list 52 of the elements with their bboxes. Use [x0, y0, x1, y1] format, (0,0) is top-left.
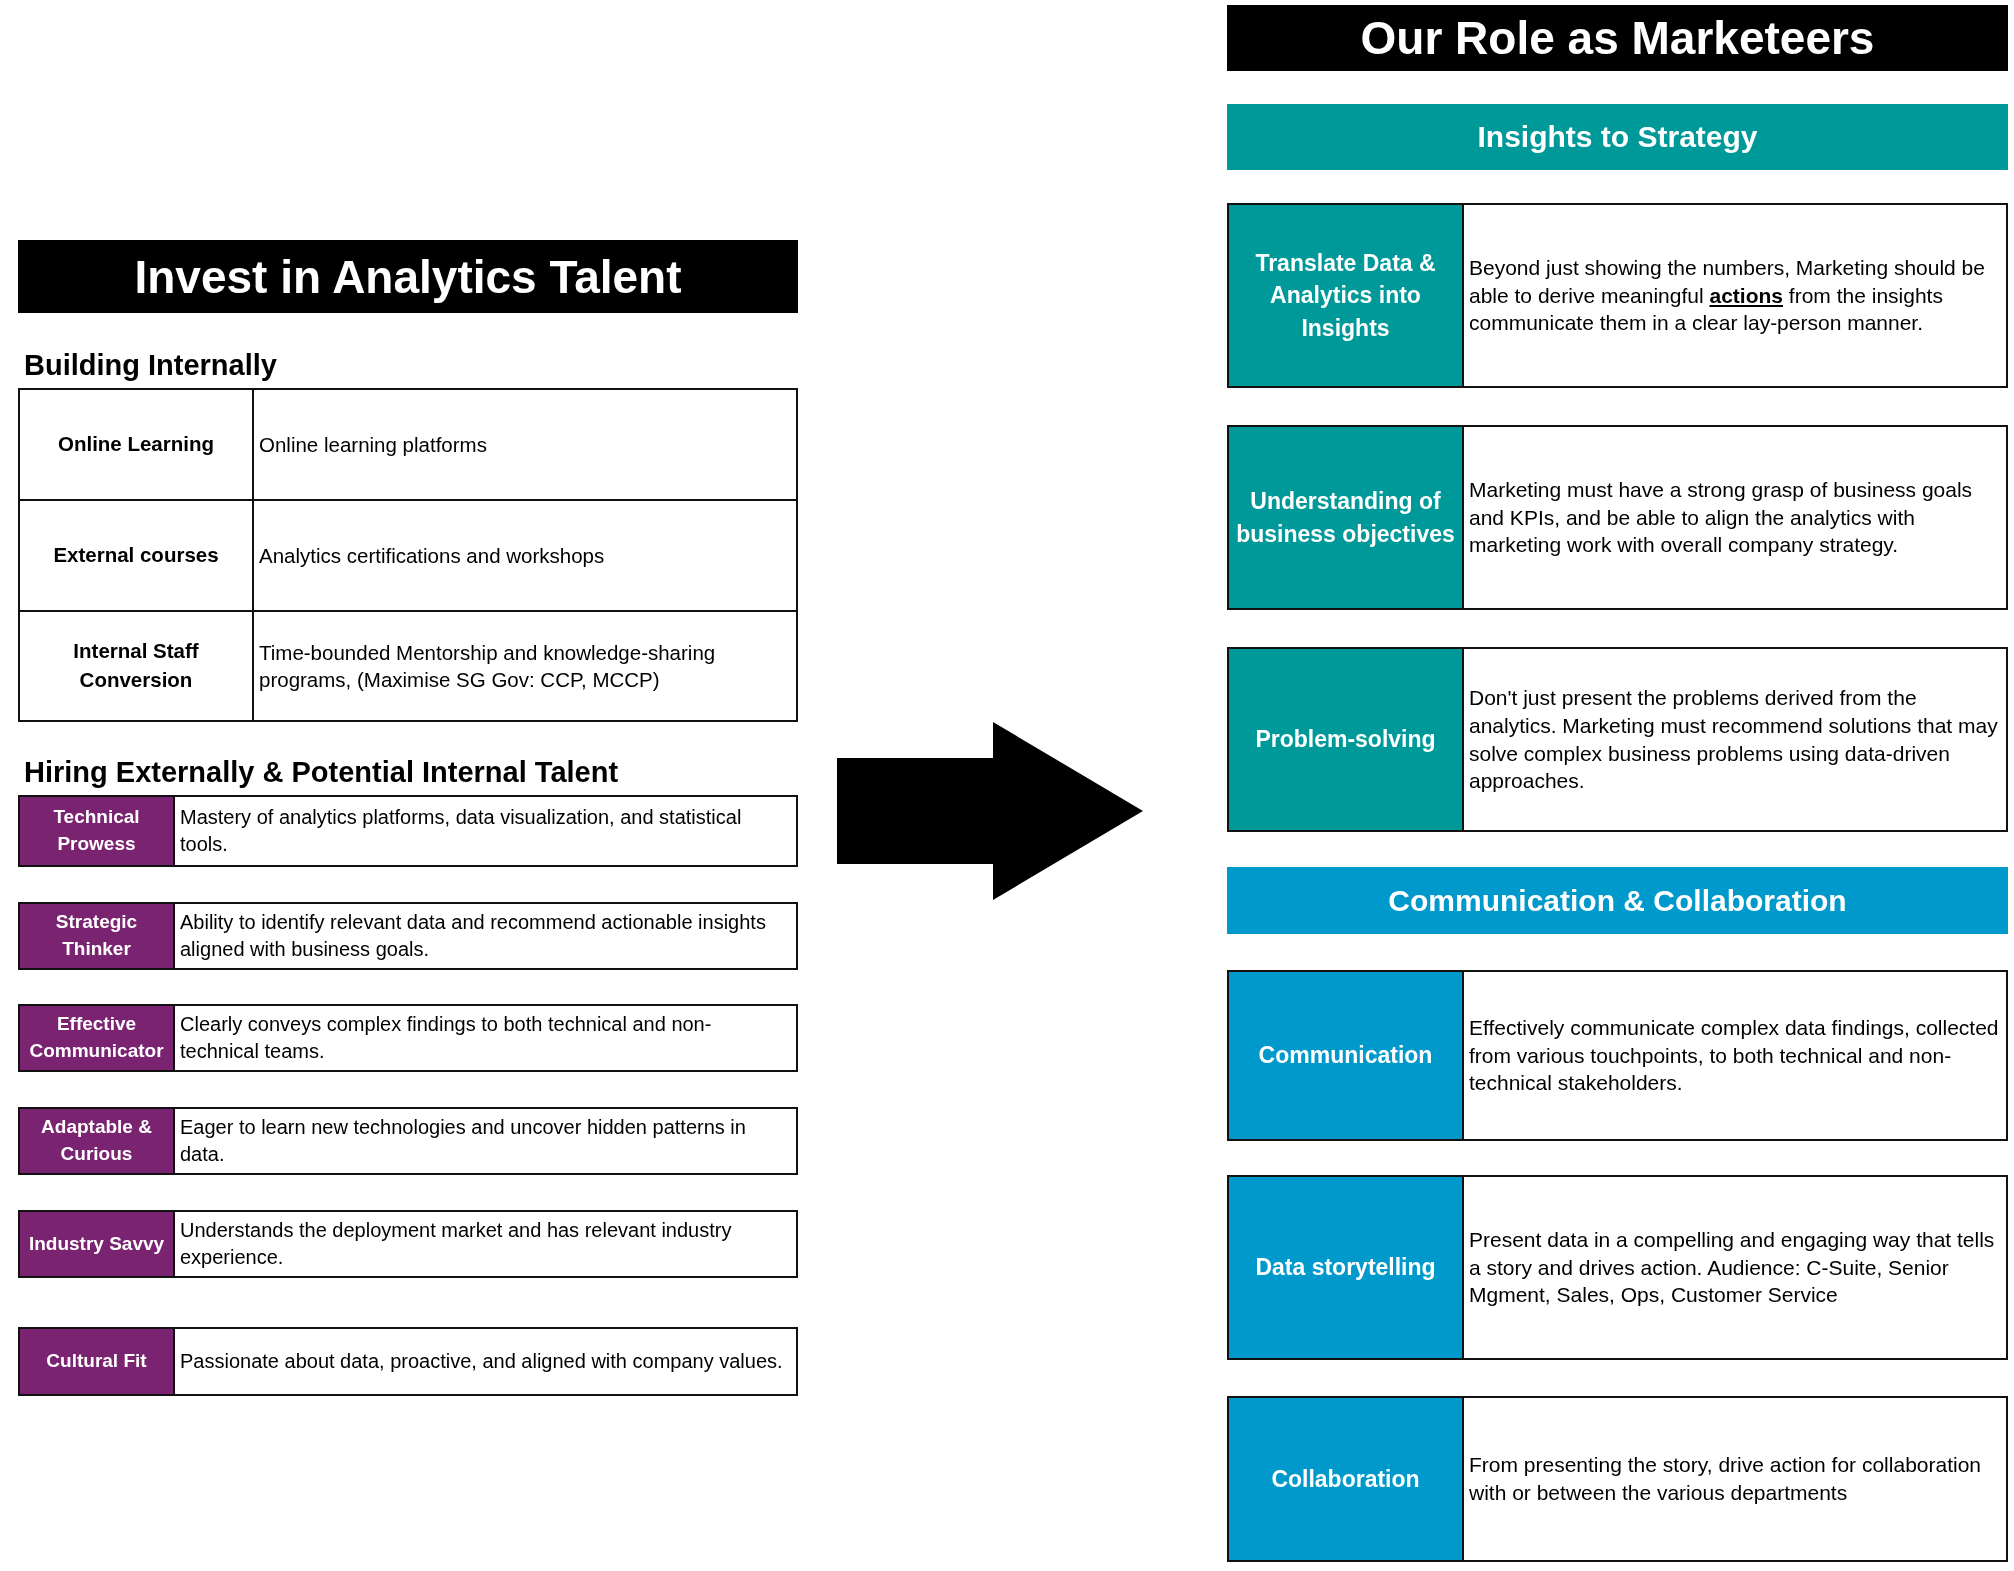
description-text: Eager to learn new technologies and uncover hidden patterns in data.	[180, 1115, 747, 1167]
category-label: Communication	[1229, 972, 1464, 1139]
title-banner: Invest in Analytics Talent	[18, 240, 798, 313]
description-text: Online learning platforms	[259, 431, 487, 458]
description-text: Beyond just showing the numbers, Marketing should be able to derive meaningful actions from the insights communicate them in a clear lay-person manner.	[1469, 254, 1986, 337]
description-text: Passionate about data, proactive, and aligned with company values.	[180, 1349, 783, 1375]
definition-row	[18, 388, 798, 501]
definition-row	[18, 795, 798, 867]
category-label: Data storytelling	[1229, 1177, 1464, 1358]
title-banner: Our Role as Marketeers	[1227, 5, 2008, 71]
category-label: Collaboration	[1229, 1398, 1464, 1560]
description-text: Clearly conveys complex findings to both technical and non-technical teams.	[180, 1012, 713, 1064]
category-label: External courses	[53, 542, 219, 569]
definition-row	[18, 610, 798, 722]
category-label: Technical Prowess	[20, 797, 175, 865]
category-label: Industry Savvy	[20, 1212, 175, 1276]
definition-row	[18, 1327, 798, 1396]
description-text: Understands the deployment market and has relevant industry experience.	[180, 1218, 733, 1270]
description-text: Marketing must have a strong grasp of business goals and KPIs, and be able to align the analytics with marketing work with overall company strategy.	[1469, 476, 1974, 559]
section-banner: Communication & Collaboration	[1227, 867, 2008, 934]
description-text: Time-bounded Mentorship and knowledge-sharing programs, (Maximise SG Gov: CCP, MCCP)	[259, 639, 717, 693]
definition-row	[1227, 425, 2008, 610]
definition-row	[18, 902, 798, 970]
description-text: Mastery of analytics platforms, data visualization, and statistical tools.	[180, 805, 743, 857]
description-text: Analytics certifications and workshops	[259, 542, 605, 569]
category-label: Translate Data & Analytics into Insights	[1229, 205, 1464, 386]
category-label: Understanding of business objectives	[1229, 427, 1464, 608]
description-text: Ability to identify relevant data and recommend actionable insights aligned with business goals.	[180, 910, 767, 962]
category-label: Cultural Fit	[20, 1329, 175, 1394]
block-arrow	[837, 722, 1143, 900]
category-label: Problem-solving	[1229, 649, 1464, 830]
description-text: From presenting the story, drive action for collaboration with or between the various departments	[1469, 1452, 1983, 1506]
definition-row	[18, 499, 798, 612]
definition-row	[18, 1107, 798, 1175]
description-text: Don't just present the problems derived from the analytics. Marketing must recommend solutions that may solve complex business problems using data-driven approaches.	[1469, 684, 1999, 795]
section-heading: Building Internally	[24, 349, 277, 382]
category-label: Adaptable & Curious	[20, 1109, 175, 1173]
category-label: Internal Staff Conversion	[72, 638, 200, 693]
section-heading: Hiring Externally & Potential Internal Talent	[24, 756, 619, 789]
definition-row	[1227, 647, 2008, 832]
category-label: Effective Communicator	[20, 1006, 175, 1070]
definition-row	[1227, 970, 2008, 1141]
section-banner: Insights to Strategy	[1227, 104, 2008, 170]
definition-row	[18, 1210, 798, 1278]
definition-row	[1227, 1175, 2008, 1360]
definition-row	[18, 1004, 798, 1072]
description-text: Effectively communicate complex data findings, collected from various touchpoints, to both technical and non-technical stakeholders.	[1469, 1014, 2000, 1097]
description-text: Present data in a compelling and engaging way that tells a story and drives action. Audience: C-Suite, Senior Mgment, Sales, Ops, Customer Service	[1469, 1226, 1996, 1309]
definition-row	[1227, 203, 2008, 388]
category-label: Strategic Thinker	[20, 904, 175, 968]
definition-row	[1227, 1396, 2008, 1562]
category-label: Online Learning	[57, 431, 214, 458]
